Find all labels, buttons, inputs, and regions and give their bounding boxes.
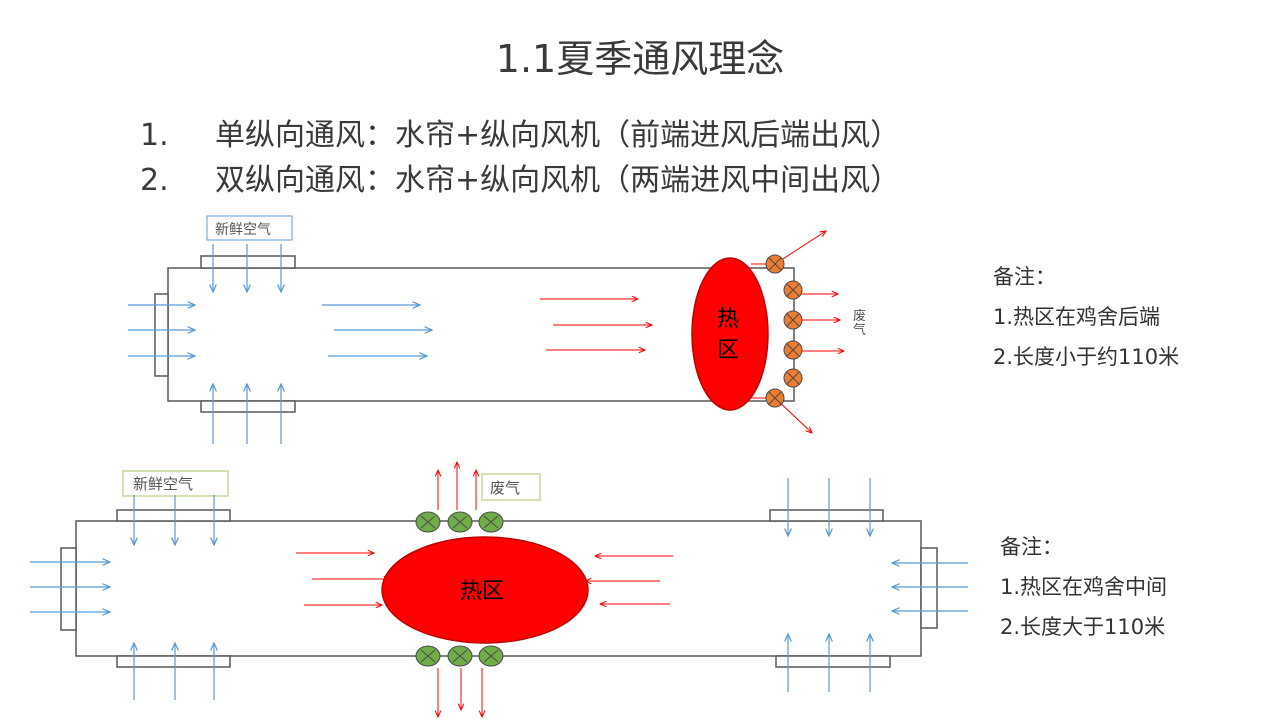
hot-zone-2-label: 热区 — [460, 579, 504, 604]
note-2-line-2: 2.长度大于110米 — [1000, 615, 1166, 639]
fresh-air-label-box-2 — [122, 470, 229, 497]
exhaust-arrow — [774, 231, 826, 265]
exhaust-label-box-2 — [481, 473, 541, 501]
note-1-line-2: 2.长度小于约110米 — [993, 345, 1180, 369]
hot-zone-1-label-bottom: 区 — [717, 338, 739, 363]
house-1-bottom-pad — [200, 400, 296, 413]
point-2-text: 双纵向通风：水帘+纵向风机（两端进风中间出风） — [215, 163, 901, 198]
fan-icon — [765, 254, 785, 274]
fan-icon — [415, 511, 441, 533]
hot-zone-1 — [691, 257, 769, 411]
fan-icon — [783, 368, 803, 388]
note-1-line-1: 1.热区在鸡舍后端 — [993, 305, 1161, 329]
hot-zone-1-label-top: 热 — [717, 307, 739, 332]
note-1-heading: 备注： — [993, 265, 1056, 289]
fan-icon — [478, 511, 504, 533]
fans-1 — [765, 254, 803, 408]
note-2-line-1: 1.热区在鸡舍中间 — [1000, 575, 1168, 599]
fresh-air-label-2: 新鲜空气 — [133, 475, 193, 493]
fresh-air-label-1: 新鲜空气 — [215, 222, 271, 238]
house-2-top-pad-right — [769, 509, 884, 522]
fan-icon — [478, 645, 504, 667]
fan-icon — [783, 340, 803, 360]
exhaust-label-2: 废气 — [490, 479, 520, 497]
house-1-end-pad — [154, 293, 169, 377]
house-2-left-pad — [60, 547, 77, 631]
fans-2 — [415, 511, 504, 667]
point-2: 2. 双纵向通风：水帘+纵向风机（两端进风中间出风） — [140, 155, 900, 199]
note-2-heading: 备注： — [1000, 535, 1063, 559]
fan-icon — [783, 310, 803, 330]
fan-icon — [765, 388, 785, 408]
note-1: 备注： 1.热区在鸡舍后端 2.长度小于约110米 — [993, 257, 1179, 377]
house-1-top-pad — [200, 255, 296, 269]
fan-icon — [447, 645, 473, 667]
page-title: 1.1夏季通风理念 — [495, 37, 785, 81]
exhaust-label-1-bottom: 气 — [853, 322, 866, 338]
hot-zone-2 — [381, 536, 589, 644]
point-1-text: 单纵向通风：水帘+纵向风机（前端进风后端出风） — [215, 118, 901, 153]
note-2: 备注： 1.热区在鸡舍中间 2.长度大于110米 — [1000, 527, 1167, 647]
fresh-air-label-box-1 — [206, 215, 293, 241]
point-2-number: 2. — [140, 163, 169, 198]
fan-icon — [447, 511, 473, 533]
house-2-bottom-pad-left — [116, 655, 231, 668]
house-2-bottom-pad-right — [775, 655, 891, 668]
point-1: 1. 单纵向通风：水帘+纵向风机（前端进风后端出风） — [140, 110, 900, 154]
point-1-number: 1. — [140, 118, 169, 153]
house-2-right-pad — [920, 547, 938, 629]
house-2-top-pad-left — [116, 509, 231, 522]
exhaust-label-1-top: 废 — [853, 308, 866, 324]
diagram-1: 新鲜空气 — [128, 215, 866, 444]
fan-icon — [783, 280, 803, 300]
diagram-2: 新鲜空气 废气 — [30, 462, 968, 717]
fan-icon — [415, 645, 441, 667]
